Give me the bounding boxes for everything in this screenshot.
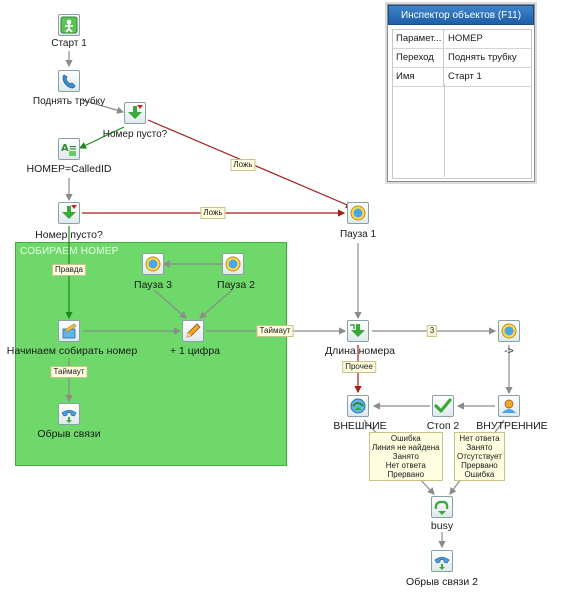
node-arrow-label: -> (504, 345, 514, 357)
keypad-icon (62, 323, 77, 339)
inspector-row[interactable]: Имя Старт 1 (393, 68, 531, 87)
internal-result-item: Ошибка (464, 470, 495, 479)
node-busy[interactable] (431, 496, 453, 518)
node-empty2-label: Номер пусто? (35, 229, 103, 241)
edge-label-other: Прочее (342, 361, 376, 373)
internal-result-item: Отсутствует (457, 452, 502, 461)
external-result-item: Ошибка (390, 434, 421, 443)
node-hangup2[interactable] (431, 550, 453, 572)
inspector-key: Имя (393, 68, 444, 86)
node-external[interactable] (347, 395, 369, 417)
switch-icon (350, 324, 365, 337)
pencil-icon (186, 323, 201, 338)
node-hangup2-label: Обрыв связи 2 (406, 576, 478, 588)
node-pause1[interactable] (347, 202, 369, 224)
inspector-properties[interactable]: Парамет... НОМЕР Переход Поднять трубку … (392, 29, 532, 179)
external-result-item: Прервано (387, 470, 425, 479)
edge-label-three: 3 (426, 325, 438, 337)
node-empty2[interactable] (58, 202, 80, 224)
condition-icon (128, 105, 143, 119)
assign-icon: A= (61, 143, 77, 156)
condition-icon (62, 205, 77, 219)
node-length[interactable] (347, 320, 369, 342)
edge-label-timeout2: Таймаут (50, 366, 88, 378)
node-pause2-label: Пауза 2 (217, 279, 255, 291)
node-plusdigit[interactable] (182, 320, 204, 342)
node-pickup[interactable] (58, 70, 80, 92)
clock-icon (145, 256, 161, 272)
node-pause3-label: Пауза 3 (134, 279, 172, 291)
inspector-key: Переход (393, 49, 444, 67)
inspector-value[interactable]: Старт 1 (448, 71, 482, 82)
edge-pause2-plus (199, 289, 233, 319)
edge-pause3-plus (153, 289, 187, 319)
svg-text:A=: A= (61, 143, 77, 154)
edge-label-true1: Правда (52, 264, 86, 276)
node-arrow[interactable] (498, 320, 520, 342)
node-plusdigit-label: + 1 цифра (169, 345, 221, 357)
node-assign-label: НОМЕР=CalledID (26, 163, 112, 175)
inspector-key: Парамет... (393, 30, 444, 48)
clock-icon (350, 205, 366, 221)
busy-icon (434, 500, 449, 515)
internal-call-icon (502, 399, 516, 413)
edge-empty1-assign (78, 126, 125, 149)
inspector-row[interactable]: Переход Поднять трубку (393, 49, 531, 68)
hangup-icon (434, 557, 450, 570)
node-hangup1[interactable] (58, 403, 80, 425)
node-busy-label: busy (430, 520, 454, 532)
node-collect-label: Начинаем собирать номер (6, 345, 138, 357)
inspector-row[interactable]: Парамет... НОМЕР (393, 30, 531, 49)
node-internal[interactable] (498, 395, 520, 417)
node-pause2[interactable] (222, 253, 244, 275)
external-call-icon (350, 398, 366, 414)
object-inspector[interactable]: Инспектор объектов (F11) Парамет... НОМЕ… (387, 4, 535, 182)
inspector-column-divider (444, 84, 445, 177)
external-result-item: Нет ответа (385, 461, 426, 470)
inspector-title: Инспектор объектов (F11) (388, 5, 534, 25)
node-hangup1-label: Обрыв связи (37, 428, 101, 440)
node-pause3[interactable] (142, 253, 164, 275)
edge-label-false2: Ложь (200, 207, 226, 219)
node-empty1-label: Номер пусто? (102, 129, 168, 140)
internal-result-item: Занято (466, 443, 493, 452)
node-stop2-label: Стоп 2 (426, 420, 460, 432)
phone-pickup-icon (62, 74, 76, 89)
edge-label-false1: Ложь (230, 159, 256, 171)
edge-pickup-empty1 (81, 99, 125, 114)
external-result-item: Занято (392, 452, 419, 461)
node-empty1[interactable] (124, 102, 146, 124)
start-icon (60, 16, 78, 34)
clock-icon (501, 323, 517, 339)
checkmark-icon (434, 398, 452, 413)
internal-result-item: Прервано (461, 461, 498, 470)
node-assign[interactable]: A= (58, 138, 80, 160)
node-internal-label: ВНУТРЕННИЕ (476, 420, 548, 432)
inspector-value[interactable]: НОМЕР (448, 33, 483, 44)
node-collect[interactable] (58, 320, 80, 342)
node-length-label: Длина номера (324, 345, 396, 357)
node-stop2[interactable] (432, 395, 454, 417)
node-external-label: ВНЕШНИЕ (333, 420, 387, 432)
edge-label-timeout1: Таймаут (256, 325, 294, 337)
hangup-icon (61, 410, 77, 423)
internal-result-item: Нет ответа (459, 434, 500, 443)
node-start1-label: Старт 1 (51, 38, 87, 49)
node-start1[interactable] (58, 14, 80, 36)
external-result-item: Линия не найдена (372, 443, 440, 452)
node-pickup-label: Поднять трубку (32, 96, 106, 107)
node-pause1-label: Пауза 1 (339, 229, 377, 240)
clock-icon (225, 256, 241, 272)
inspector-value[interactable]: Поднять трубку (448, 52, 517, 63)
